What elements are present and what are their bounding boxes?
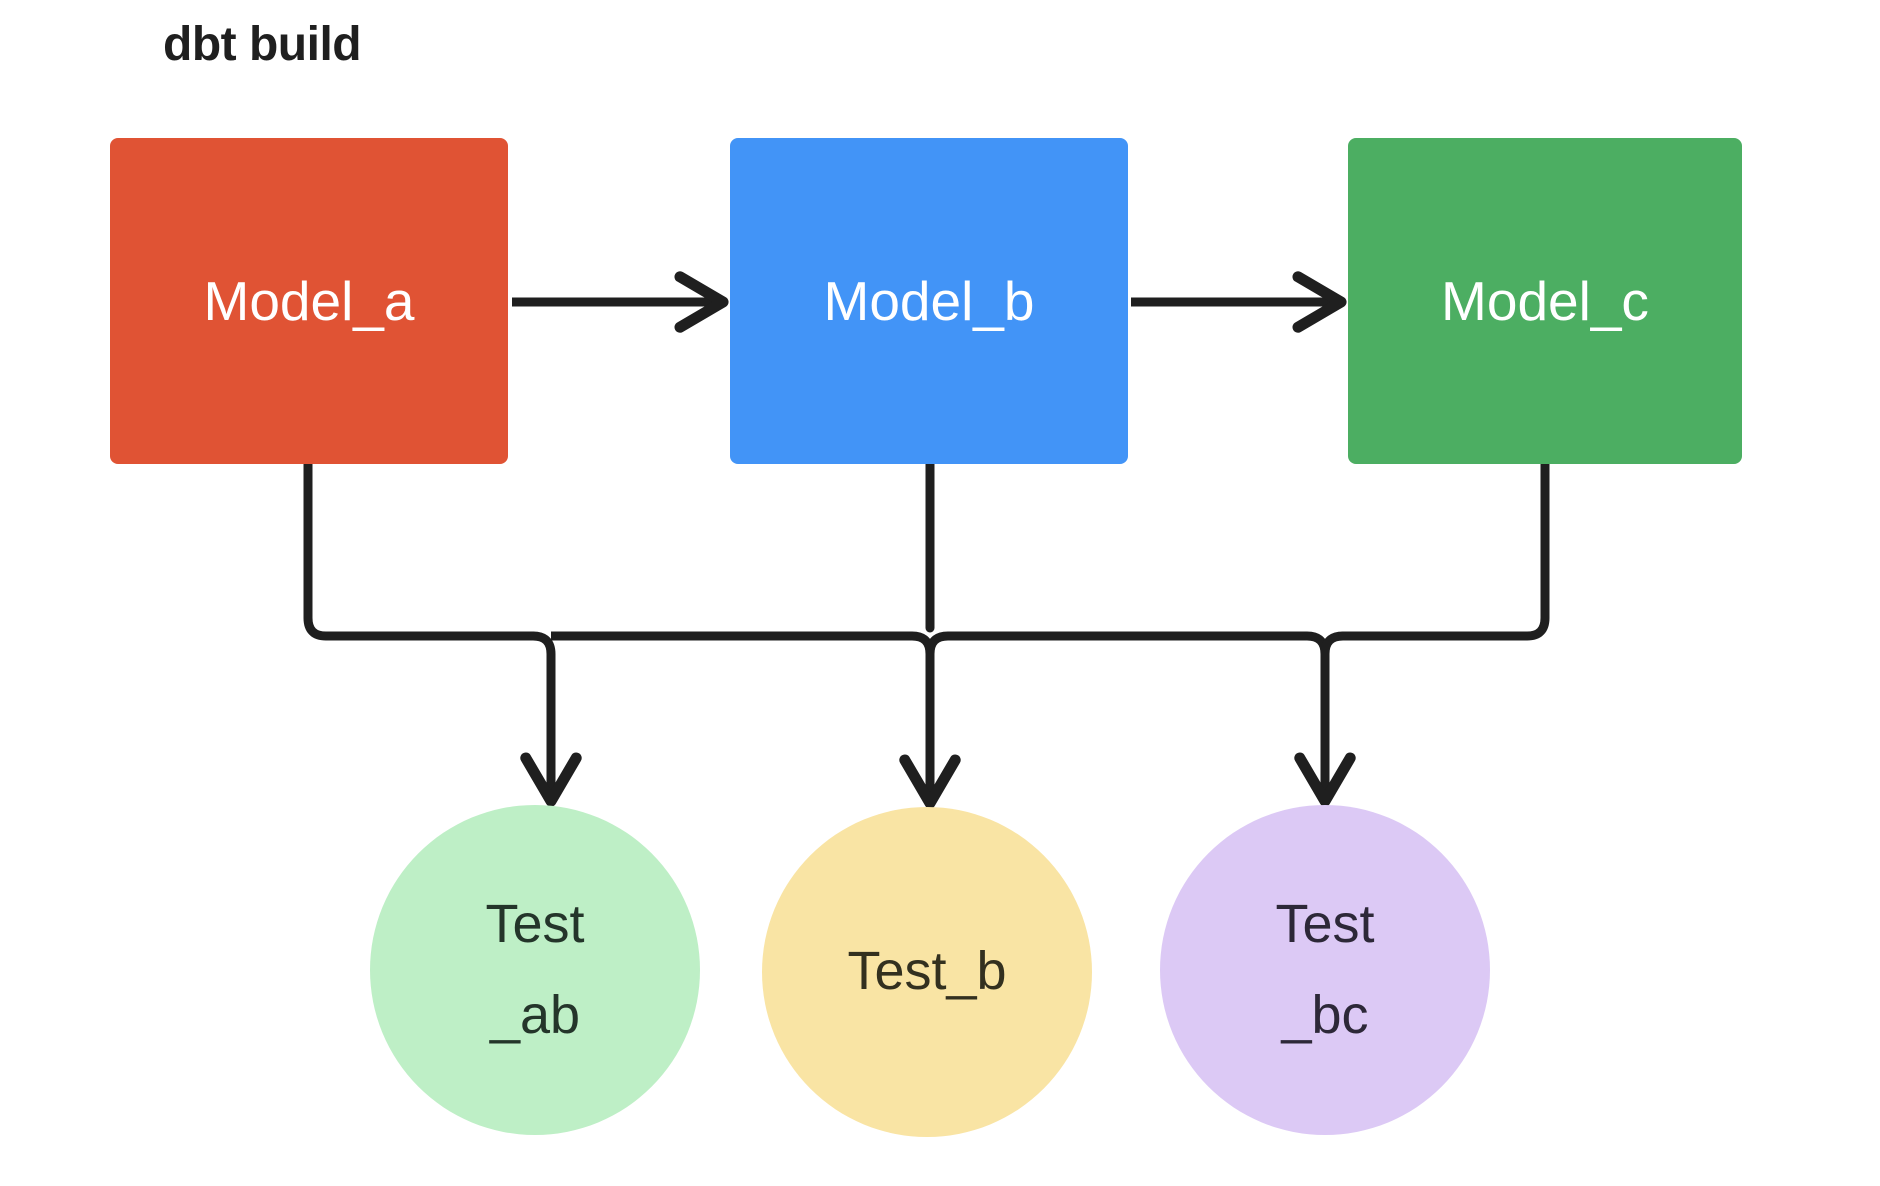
node-model-b[interactable]: Model_b: [730, 138, 1128, 464]
node-model-a-label: Model_a: [203, 269, 415, 332]
page-title: dbt build: [163, 18, 362, 71]
node-test-bc[interactable]: Test _bc: [1160, 805, 1490, 1135]
node-test-b-label-line1: Test_b: [847, 941, 1007, 1002]
node-test-ab[interactable]: Test _ab: [370, 805, 700, 1135]
node-test-ab-label-line1: Test: [485, 893, 585, 954]
node-model-c[interactable]: Model_c: [1348, 138, 1742, 464]
edge-model-a-to-bus: [303, 458, 538, 641]
node-model-c-label: Model_c: [1441, 269, 1649, 332]
node-model-a[interactable]: Model_a: [110, 138, 508, 464]
edge-model-c-to-bus: [1338, 458, 1550, 641]
node-model-b-label: Model_b: [823, 269, 1035, 332]
node-test-bc-label-line1: Test: [1275, 893, 1375, 954]
edge-bus-center-junction-right: [925, 631, 953, 659]
node-test-bc-label-line2: _bc: [1281, 985, 1369, 1045]
edge-bus-left-segment: [528, 631, 556, 659]
node-test-b[interactable]: Test_b: [762, 807, 1092, 1137]
node-test-ab-label-line2: _ab: [489, 985, 581, 1045]
